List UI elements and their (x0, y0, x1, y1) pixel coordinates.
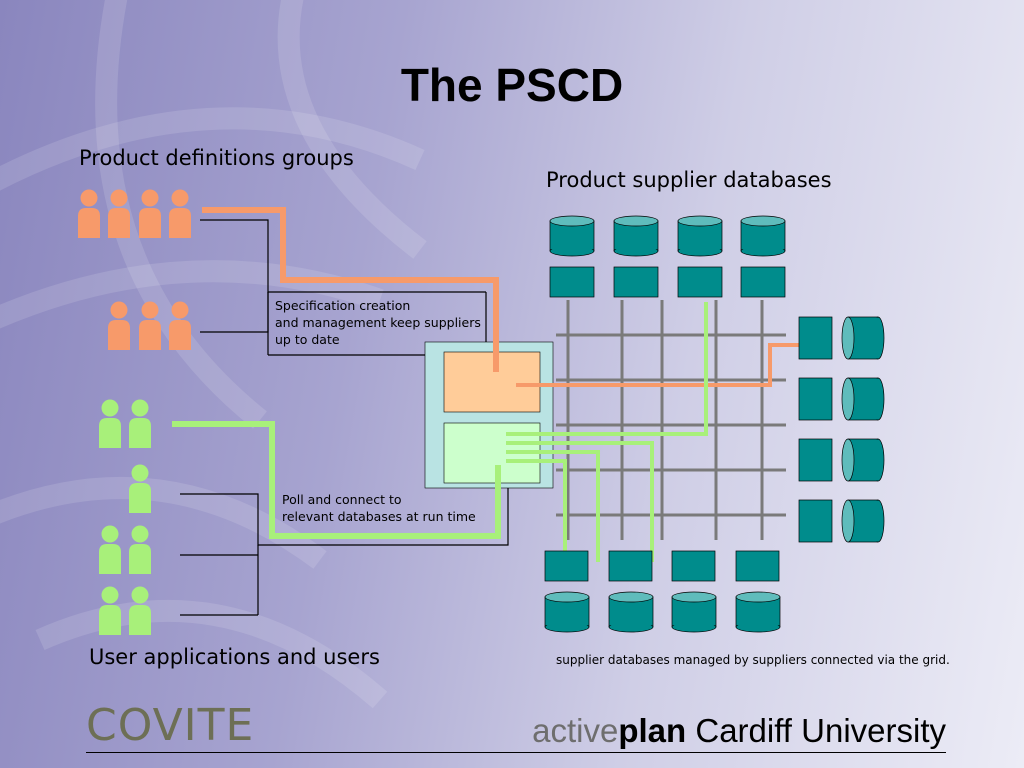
person-icon (99, 399, 121, 448)
footer-rule (86, 752, 946, 753)
footer-credit: activeplan Cardiff University (532, 712, 946, 750)
database-server (608, 550, 653, 582)
database-cylinder (549, 215, 595, 257)
database-cylinder (608, 591, 654, 633)
database-cylinder (841, 499, 885, 543)
database-server (798, 438, 833, 482)
people-icons (78, 189, 191, 635)
database-server (798, 316, 833, 360)
supplier-grid (556, 300, 786, 540)
database-server (677, 266, 723, 298)
poll-note: Poll and connect to relevant databases a… (282, 492, 476, 524)
database-cylinder (677, 215, 723, 257)
covite-logo: COVITE (86, 700, 255, 751)
database-server (798, 377, 833, 421)
orange-definitions-line (202, 207, 499, 372)
person-icon (139, 189, 161, 238)
groups-label: Product definitions groups (79, 146, 354, 170)
green-grid-lines (506, 302, 708, 562)
database-server (740, 266, 786, 298)
person-icon (129, 586, 151, 635)
slide-title: The PSCD (400, 59, 624, 111)
database-server (798, 499, 833, 543)
database-server (613, 266, 659, 298)
database-server (549, 266, 595, 298)
spec-note: Specification creation and management ke… (275, 298, 481, 347)
footer-active: active (532, 712, 619, 749)
users-label: User applications and users (89, 645, 380, 669)
database-cylinder (544, 591, 590, 633)
database-cylinder (841, 377, 885, 421)
person-icon (129, 464, 151, 513)
person-icon (99, 525, 121, 574)
database-server (544, 550, 589, 582)
database-cylinder (735, 591, 781, 633)
person-icon (129, 399, 151, 448)
suppliers-label: Product supplier databases (546, 168, 832, 192)
footer-university: Cardiff University (686, 712, 946, 749)
database-cylinder (841, 316, 885, 360)
person-icon (129, 525, 151, 574)
person-icon (99, 586, 121, 635)
person-icon (139, 301, 161, 350)
orange-supplier-line (516, 343, 808, 387)
definitions-box (443, 351, 541, 413)
supplier-databases (544, 215, 885, 633)
database-server (671, 550, 716, 582)
grid-note: supplier databases managed by suppliers … (556, 653, 950, 667)
person-icon (108, 301, 130, 350)
database-cylinder (613, 215, 659, 257)
database-cylinder (671, 591, 717, 633)
footer-plan: plan (618, 712, 687, 749)
person-icon (169, 189, 191, 238)
database-cylinder (841, 438, 885, 482)
person-icon (169, 301, 191, 350)
person-icon (78, 189, 100, 238)
green-user-line (172, 421, 501, 539)
person-icon (108, 189, 130, 238)
database-cylinder (740, 215, 786, 257)
database-server (735, 550, 780, 582)
